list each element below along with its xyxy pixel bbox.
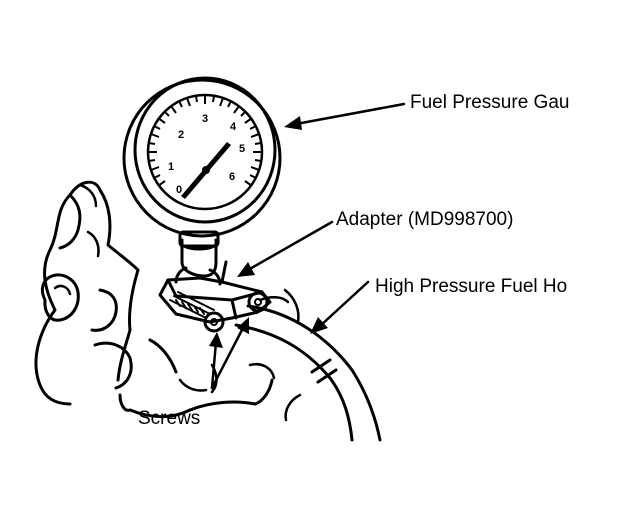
label-screws: Screws [138, 408, 200, 429]
screw-head-left [203, 311, 225, 333]
gauge-leader-arrow [284, 102, 406, 130]
fuel-pressure-gauge: 1 2 3 4 5 6 0 [122, 76, 282, 238]
dial-number-3: 3 [202, 113, 208, 125]
gauge-stem [174, 230, 222, 286]
dial-number-4: 4 [230, 121, 237, 133]
engine-body [34, 180, 302, 422]
dial-number-2: 2 [178, 129, 184, 141]
fuel-hose [234, 304, 382, 442]
right-crop-mask [584, 0, 621, 502]
gauge-ticks [148, 95, 262, 187]
screws-leader-arrows [209, 317, 249, 390]
label-fuel-pressure-gauge: Fuel Pressure Gau [410, 92, 569, 113]
label-high-pressure-fuel-hose: High Pressure Fuel Ho [375, 276, 567, 297]
adapter-leader-arrow [237, 220, 334, 277]
label-adapter: Adapter (MD998700) [336, 209, 513, 230]
hose-leader-arrow [310, 280, 370, 334]
dial-number-1: 1 [168, 161, 174, 173]
gauge-needle [181, 142, 231, 199]
dial-number-5: 5 [239, 143, 245, 155]
dial-number-0: 0 [176, 184, 182, 196]
adapter [158, 260, 272, 333]
dial-number-6: 6 [229, 171, 235, 183]
screw-head-right [247, 291, 269, 313]
